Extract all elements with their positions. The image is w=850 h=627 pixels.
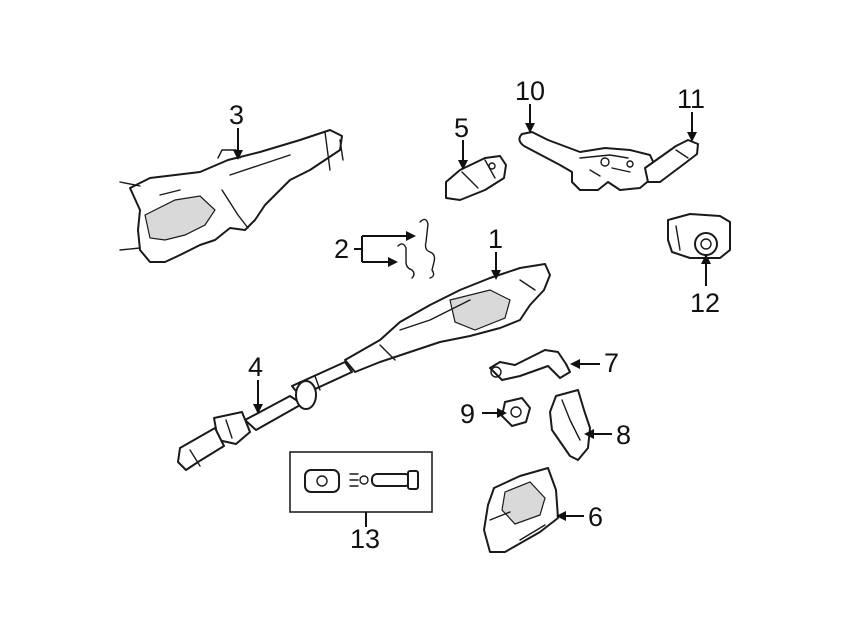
callout-2: 2 [334,234,349,264]
callout-3: 3 [229,100,244,130]
leader-lines [233,104,711,527]
part-13-hardware-kit [289,451,433,513]
callout-labels: 3 5 10 11 12 2 1 4 7 9 8 6 13 [229,76,720,554]
callout-1: 1 [488,224,503,254]
kit-nut-icon [304,469,340,493]
part-8-shroud [549,389,591,461]
part-5-bracket [445,155,507,201]
part-10-multifunction-switch [518,131,657,191]
part-1-steering-column [291,263,551,397]
callout-11: 11 [677,84,705,114]
callout-5: 5 [454,113,469,143]
part-6-lower-shroud [483,467,559,553]
kit-bolt-icon [371,470,419,490]
kit-washer-icon [349,473,369,487]
part-2-springs [397,218,436,279]
part-7-harness-bracket [489,349,571,381]
part-3-support-bracket [119,129,344,263]
callout-6: 6 [588,502,603,532]
callout-10: 10 [515,76,545,106]
callout-12: 12 [690,288,720,318]
callout-9: 9 [460,399,475,429]
part-12-ignition-switch [667,213,731,259]
part-9-clip [501,397,531,427]
callout-13: 13 [350,524,380,554]
part-4-intermediate-shaft [177,380,317,471]
callout-8: 8 [616,420,631,450]
callout-4: 4 [248,352,263,382]
callout-7: 7 [604,348,619,378]
part-11-turn-signal-lever [644,139,699,183]
